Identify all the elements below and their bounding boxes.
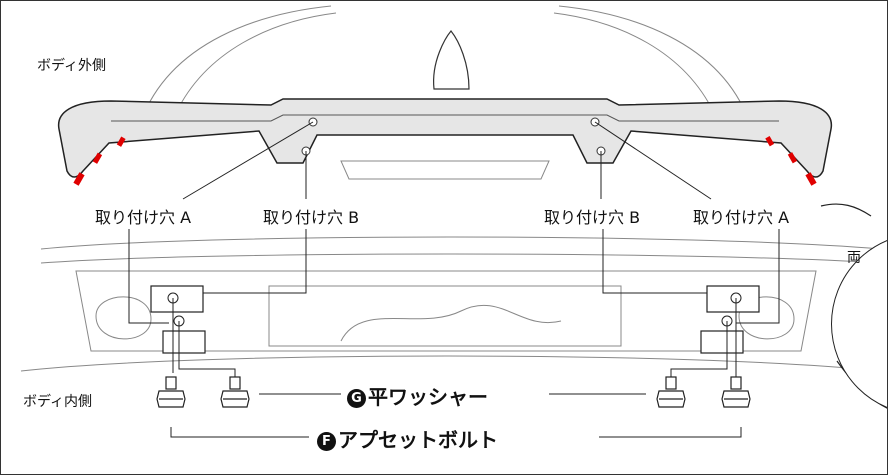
washer-badge: G	[347, 389, 366, 408]
wiring	[340, 304, 562, 342]
antenna	[433, 30, 470, 90]
hole-a-left-label: 取り付け穴 A	[95, 208, 192, 227]
spoiler-ridge	[111, 114, 779, 122]
body-inside-label: ボディ内側	[23, 394, 93, 410]
body-outline-right-inner	[553, 12, 715, 114]
hole-b-right-label: 取り付け穴 B	[544, 208, 641, 227]
bolt-bracket-right	[599, 427, 742, 438]
bumper-line	[20, 355, 882, 372]
body-outline-left-inner	[175, 12, 337, 114]
red-tape-marks	[73, 136, 817, 186]
spoiler	[57, 98, 833, 178]
bolts	[156, 376, 751, 408]
hole-b-left-label: 取り付け穴 B	[263, 208, 360, 227]
callout-pointer	[820, 203, 872, 217]
washer-text: 平ワッシャー	[368, 385, 488, 409]
recess-left	[95, 296, 152, 340]
callout-partial-label: 両	[847, 250, 861, 266]
leader-a-left-down	[128, 229, 169, 324]
leader-b-right-down	[602, 229, 717, 294]
bolt-badge: F	[317, 432, 336, 451]
tailgate-line-2	[40, 253, 882, 264]
bolt-text: アプセットボルト	[338, 428, 498, 452]
tailgate-line	[40, 236, 882, 250]
license-area	[268, 285, 622, 347]
body-brackets	[150, 285, 760, 354]
leader-a-right	[594, 121, 712, 200]
trim-panel	[75, 270, 817, 352]
hole-a-right-label: 取り付け穴 A	[693, 208, 790, 227]
body-outline-left	[140, 5, 332, 122]
body-outside-label: ボディ外側	[37, 58, 107, 74]
brake-light-recess	[340, 160, 550, 180]
leader-b-left-down	[187, 229, 307, 294]
leader-a-right-down	[736, 229, 780, 324]
body-outline-right	[558, 5, 750, 122]
bolt-bracket-left	[170, 427, 309, 438]
leader-a-left	[182, 121, 314, 200]
